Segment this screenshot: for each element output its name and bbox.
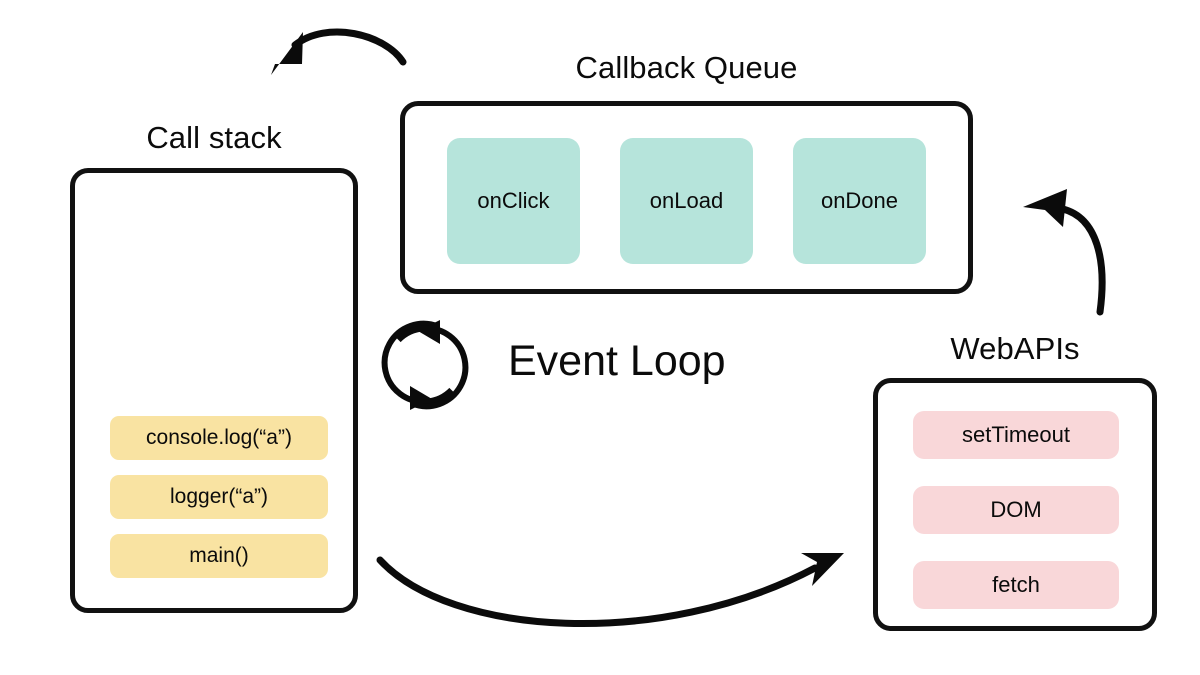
arrow-webapis-to-callback-queue bbox=[1023, 189, 1106, 316]
call-stack-frame[interactable]: logger(“a”) bbox=[110, 475, 328, 519]
arrow-callback-queue-to-call-stack bbox=[271, 28, 407, 75]
call-stack-frame-list: console.log(“a”) logger(“a”) main() bbox=[110, 416, 328, 578]
circular-loop-icon bbox=[381, 320, 469, 410]
call-stack-panel: console.log(“a”) logger(“a”) main() bbox=[70, 168, 358, 613]
arrow-call-stack-to-webapis bbox=[376, 553, 844, 627]
call-stack-frame[interactable]: console.log(“a”) bbox=[110, 416, 328, 460]
webapis-title: WebAPIs bbox=[950, 331, 1080, 366]
callback-queue-panel: onClick onLoad onDone bbox=[400, 101, 973, 294]
webapis-item[interactable]: setTimeout bbox=[913, 411, 1119, 459]
callback-queue-item[interactable]: onClick bbox=[447, 138, 580, 264]
webapis-item[interactable]: DOM bbox=[913, 486, 1119, 534]
callback-queue-item[interactable]: onLoad bbox=[620, 138, 753, 264]
callback-queue-item-list: onClick onLoad onDone bbox=[447, 138, 926, 264]
webapis-panel: setTimeout DOM fetch bbox=[873, 378, 1157, 631]
callback-queue-title: Callback Queue bbox=[575, 50, 798, 85]
call-stack-frame[interactable]: main() bbox=[110, 534, 328, 578]
call-stack-title: Call stack bbox=[146, 120, 282, 155]
webapis-item[interactable]: fetch bbox=[913, 561, 1119, 609]
callback-queue-item[interactable]: onDone bbox=[793, 138, 926, 264]
event-loop-label: Event Loop bbox=[508, 337, 726, 385]
webapis-item-list: setTimeout DOM fetch bbox=[913, 411, 1119, 609]
